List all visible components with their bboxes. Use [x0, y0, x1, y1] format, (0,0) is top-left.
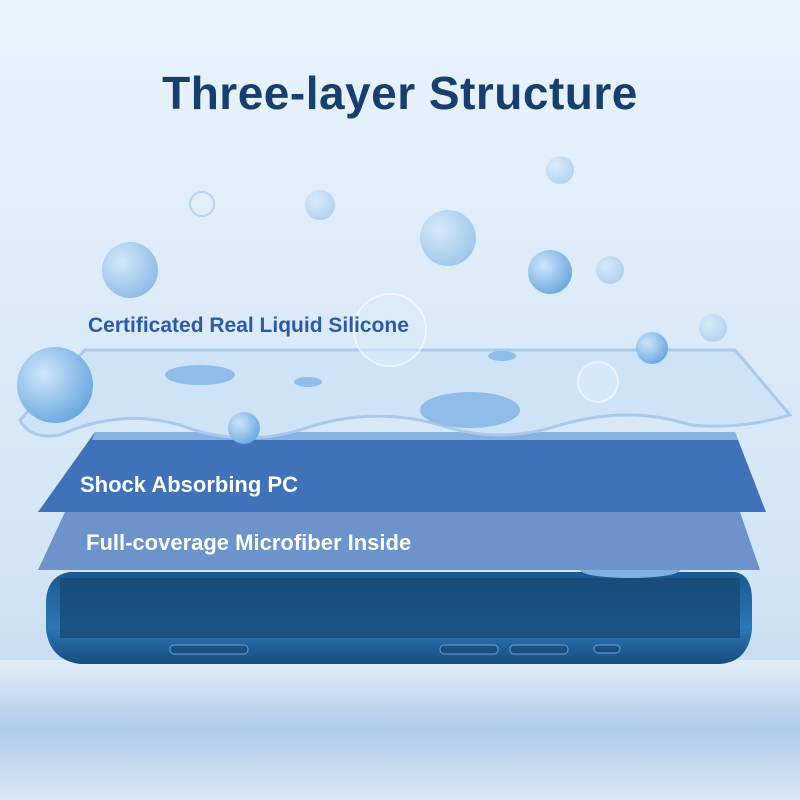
- pc-layer: [38, 432, 766, 512]
- microfiber-layer: [38, 512, 760, 570]
- water-droplets: [102, 156, 727, 342]
- microfiber-layer-label: Full-coverage Microfiber Inside: [86, 530, 412, 555]
- silicone-layer-label: Certificated Real Liquid Silicone: [88, 314, 409, 337]
- page-title: Three-layer Structure: [162, 67, 638, 119]
- phone: [46, 562, 752, 664]
- water-surface: [0, 660, 800, 800]
- pc-layer-label: Shock Absorbing PC: [80, 472, 298, 497]
